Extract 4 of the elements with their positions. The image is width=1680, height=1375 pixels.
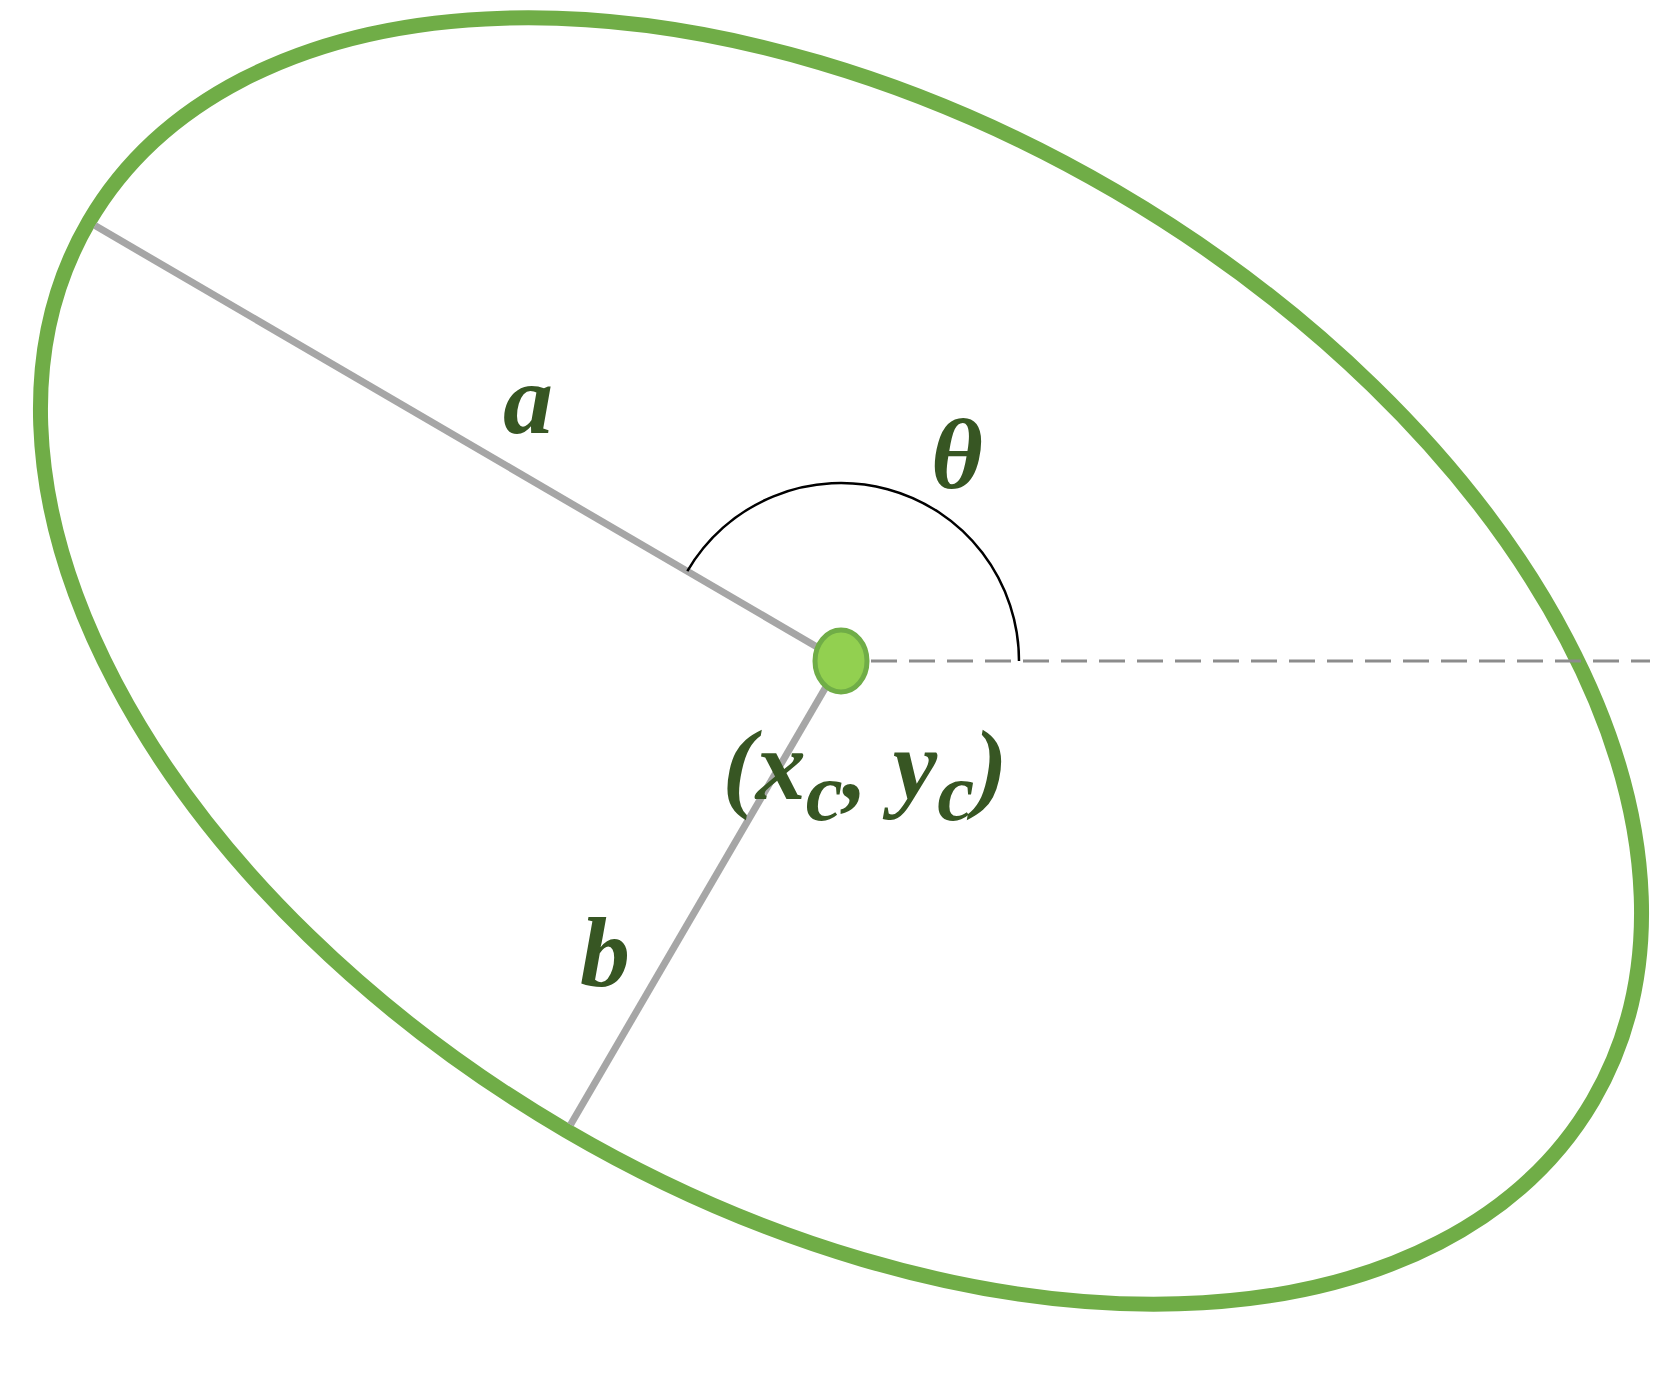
coordinate-label: (x$_{c}$, y$_{c}$) (722, 715, 1008, 835)
angle-label: θ (931, 405, 983, 505)
axis-label: b (580, 903, 630, 1003)
axis-label: a (503, 350, 553, 450)
